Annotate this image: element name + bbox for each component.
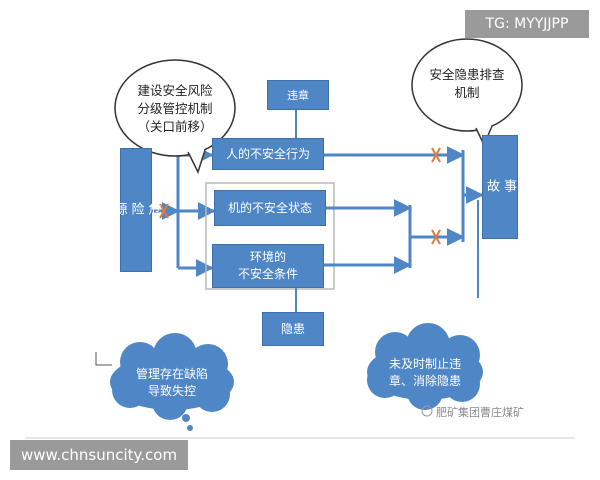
hidden-danger-box: 隐患 [262,312,324,346]
unsafe-state-label: 机的不安全状态 [227,200,312,215]
website-label: www.chnsuncity.com [10,440,188,470]
unsafe-env-box: 环境的 不安全条件 [212,244,324,288]
bubble-hazard-check-text: 安全隐患排查 机制 [429,67,505,100]
unsafe-state-box: 机的不安全状态 [214,190,326,226]
group-outline [205,182,335,290]
watermark-logo-icon [421,405,433,417]
cloud-timely-stop-shape [367,323,483,410]
violation-box: 违章 [267,80,329,110]
block-mark-merged [431,229,441,245]
violation-label: 违章 [287,88,309,102]
accident-label: 事 故 [484,178,516,196]
hazard-source-label: 危 险 源 [111,201,161,219]
accident-box: 事 故 [482,135,518,239]
cloud-mgmt-gap-shape [110,333,234,431]
unsafe-behavior-label: 人的不安全行为 [225,146,310,161]
cloud-mgmt-gap-text: 管理存在缺陷 导致失控 [135,367,208,398]
cloud-mgmt-gap-pointer [95,352,112,366]
watermark-text: 肥矿集团曹庄煤矿 [436,406,524,419]
cloud-timely-stop-text: 未及时制止违 章、消除隐患 [388,357,461,388]
hazard-source-box: 危 险 源 [112,148,161,272]
block-mark-hazard [159,203,169,219]
bubble-risk-control-shape [114,59,236,174]
unsafe-behavior-box: 人的不安全行为 [212,138,324,170]
tag-label: TG: MYYJJPP [465,10,589,38]
block-mark-behavior [431,147,441,163]
hidden-danger-label: 隐患 [280,321,305,336]
unsafe-env-label: 环境的 不安全条件 [237,250,298,281]
bubble-risk-control-text: 建设安全风险 分级管控机制 （关口前移） [137,83,213,134]
